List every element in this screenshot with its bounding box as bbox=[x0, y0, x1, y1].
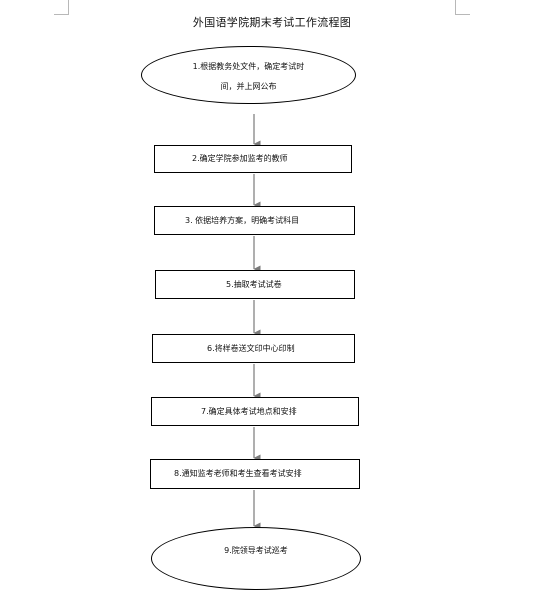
end-ellipse: 9.院领导考试巡考 bbox=[151, 527, 361, 590]
step-box-2: 2.确定学院参加监考的教师 bbox=[154, 145, 352, 173]
step-box-5: 5.抽取考试试卷 bbox=[155, 270, 355, 299]
start-step-line-1: 1.根据教务处文件，确定考试时 bbox=[192, 62, 305, 71]
step-label-7: 7.确定具体考试地点和安排 bbox=[201, 406, 297, 416]
step-label-5: 5.抽取考试试卷 bbox=[226, 279, 282, 289]
step-box-8: 8.通知监考老师和考生查看考试安排 bbox=[150, 459, 360, 489]
step-label-3: 3. 依据培养方案，明确考试科目 bbox=[185, 215, 300, 225]
start-ellipse: 1.根据教务处文件，确定考试时 间，并上网公布 bbox=[141, 46, 356, 104]
step-label-6: 6.将样卷送文印中心印制 bbox=[207, 343, 295, 353]
page-corner-mark-left bbox=[54, 0, 69, 15]
step-box-6: 6.将样卷送文印中心印制 bbox=[152, 334, 355, 363]
step-label-2: 2.确定学院参加监考的教师 bbox=[192, 154, 288, 163]
step-box-7: 7.确定具体考试地点和安排 bbox=[151, 397, 359, 426]
step-box-3: 3. 依据培养方案，明确考试科目 bbox=[154, 206, 355, 235]
end-step-label: 9.院领导考试巡考 bbox=[224, 546, 288, 555]
flowchart-title: 外国语学院期末考试工作流程图 bbox=[192, 16, 352, 29]
page-corner-mark-right bbox=[455, 0, 470, 15]
start-step-line-2: 间，并上网公布 bbox=[220, 82, 277, 91]
step-label-8: 8.通知监考老师和考生查看考试安排 bbox=[174, 469, 302, 478]
